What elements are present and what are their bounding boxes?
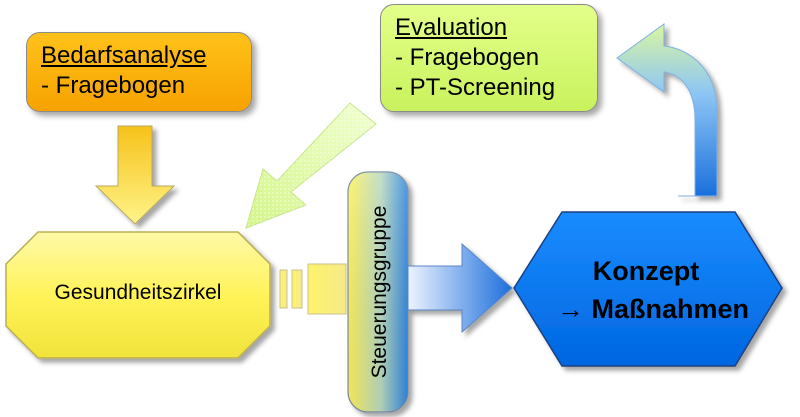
evaluation-title: Evaluation: [395, 14, 508, 41]
bedarfsanalyse-item: - Fragebogen: [41, 72, 186, 99]
steuerungsgruppe-bar: [347, 171, 409, 413]
konzept-title: Konzept: [593, 256, 699, 286]
arrow-down-bedarf-to-zirkel: [94, 125, 176, 225]
arrow-right-steuerung-to-konzept: [407, 242, 513, 334]
konzept-subtitle: → Maßnahmen: [557, 294, 749, 324]
gesundheitszirkel-label: Gesundheitszirkel: [55, 281, 222, 304]
evaluation-box: Evaluation - Fragebogen - PT-Screening: [380, 4, 598, 112]
steuerungsgruppe-label: Steuerungsgruppe: [368, 206, 391, 379]
arrow-diagonal-evaluation-to-zirkel: [245, 102, 377, 229]
konzept-shape: [513, 211, 783, 367]
evaluation-item-fragebogen: - Fragebogen: [395, 44, 540, 71]
stripes-connector: [279, 263, 347, 315]
bedarfsanalyse-box: Bedarfsanalyse - Fragebogen: [26, 32, 252, 112]
arrow-curved-konzept-to-evaluation: [616, 23, 718, 197]
bedarfsanalyse-title: Bedarfsanalyse: [41, 42, 207, 69]
evaluation-item-pt-screening: - PT-Screening: [395, 74, 556, 101]
gesundheitszirkel-shape: [5, 231, 271, 359]
